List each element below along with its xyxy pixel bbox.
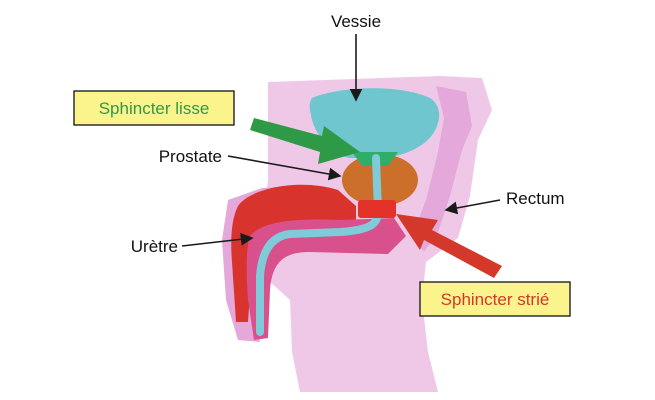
penis-pink-tissue bbox=[246, 218, 406, 340]
label-sphincter-strie: Sphincter strié bbox=[441, 290, 550, 309]
sphincter-strie-arrow bbox=[396, 214, 502, 278]
label-sphincter-lisse: Sphincter lisse bbox=[99, 99, 210, 118]
uretre-arrow bbox=[181, 232, 254, 247]
label-rectum: Rectum bbox=[506, 189, 565, 208]
sphincter-lisse-arrow bbox=[250, 118, 360, 164]
sphincter-strie-muscle bbox=[358, 200, 396, 218]
penis-red-tissue bbox=[231, 184, 356, 322]
label-uretre: Urètre bbox=[131, 237, 178, 256]
sphincter-strie-callout: Sphincter strié bbox=[419, 281, 571, 317]
label-vessie: Vessie bbox=[331, 12, 381, 31]
prostate-arrow bbox=[227, 155, 342, 181]
rectum-arrow bbox=[444, 199, 501, 215]
urethra bbox=[256, 154, 383, 336]
label-prostate: Prostate bbox=[159, 147, 222, 166]
sphincter-lisse-callout: Sphincter lisse bbox=[73, 90, 235, 126]
rectum-region bbox=[412, 86, 472, 252]
